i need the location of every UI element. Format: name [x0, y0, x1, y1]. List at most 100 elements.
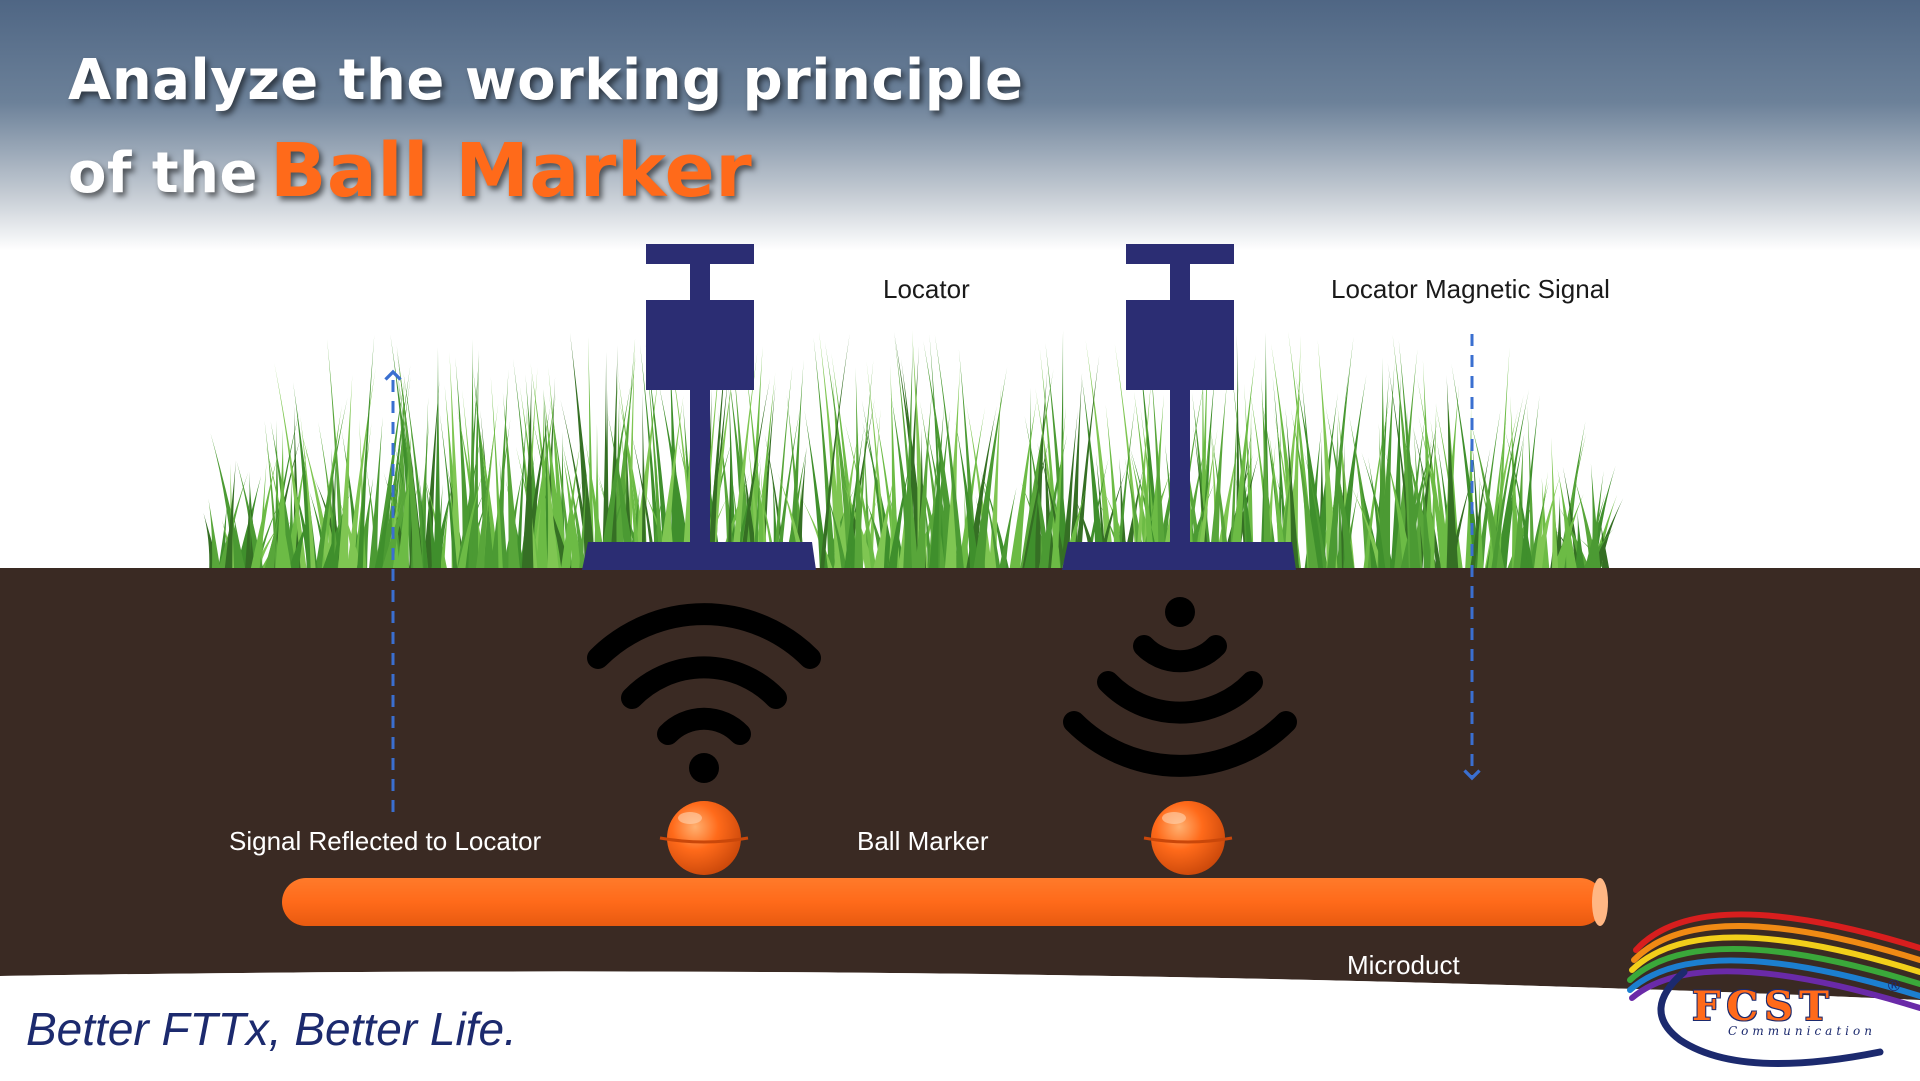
- label-locator-magnetic-signal: Locator Magnetic Signal: [1331, 274, 1610, 304]
- grass-blade: [1451, 363, 1482, 570]
- grass-blade: [958, 349, 978, 570]
- title-line-1: Analyze the working principle: [68, 48, 1024, 113]
- grass-blade: [1430, 402, 1437, 570]
- grass-blade: [903, 340, 913, 570]
- grass-blade: [887, 455, 912, 570]
- grass-blade: [418, 474, 428, 570]
- grass-blade: [890, 364, 899, 570]
- grass-blade: [819, 331, 845, 570]
- grass-blade: [315, 397, 348, 570]
- fcst-logo-wordmark: FCST: [1692, 983, 1835, 1030]
- grass-blade: [471, 349, 479, 570]
- grass-blade: [560, 441, 581, 570]
- registered-mark: ®: [1886, 976, 1902, 995]
- grass-blade: [639, 344, 662, 570]
- grass-blade: [973, 366, 1008, 570]
- grass-blade: [300, 430, 335, 570]
- grass-blade: [1584, 493, 1606, 570]
- label-locator: Locator: [883, 274, 970, 304]
- grass-blade: [608, 345, 618, 570]
- grass-blade: [245, 485, 251, 570]
- grass-blade: [980, 473, 1001, 570]
- grass-blade: [1470, 420, 1505, 570]
- grass-blade: [813, 337, 836, 570]
- grass-blade: [593, 423, 600, 570]
- grass-blade: [275, 428, 288, 570]
- ball-marker-icon: [659, 801, 749, 875]
- grass-blade: [1133, 391, 1156, 570]
- title-highlight: Ball Marker: [269, 128, 753, 214]
- grass-blade: [944, 364, 961, 570]
- grass-blade: [250, 454, 279, 570]
- grass-blade: [537, 394, 548, 570]
- grass-blade: [1495, 389, 1530, 570]
- grass-blade: [515, 406, 528, 570]
- grass-blade: [473, 394, 500, 570]
- grass-blade: [1600, 520, 1610, 570]
- grass-blade: [819, 334, 850, 570]
- grass-blade: [934, 334, 965, 570]
- grass-blade: [1368, 457, 1386, 570]
- grass-blade: [730, 351, 758, 570]
- grass-blade: [866, 361, 888, 570]
- grass-blade: [1513, 434, 1524, 570]
- grass-blade: [1229, 378, 1239, 570]
- grass-blade: [1029, 369, 1048, 570]
- grass-blade: [375, 376, 406, 570]
- locator-device-icon: [1062, 244, 1296, 570]
- grass-blade: [1378, 361, 1395, 570]
- wifi-signal-icon: [1063, 597, 1297, 777]
- grass-blade: [1210, 430, 1231, 570]
- wifi-signal-icon: [587, 603, 821, 783]
- grass-blade: [1044, 463, 1056, 570]
- grass-blade: [208, 498, 221, 570]
- grass-blade: [330, 436, 337, 570]
- grass-blade: [1398, 339, 1421, 570]
- grass-blade: [396, 345, 423, 570]
- grass-blade: [1418, 415, 1450, 570]
- fcst-logo-subtitle: Communication: [1728, 1024, 1876, 1038]
- grass-blade: [1476, 476, 1484, 570]
- grass-blade: [738, 378, 771, 570]
- grass-blade: [928, 404, 945, 570]
- grass-blade: [1295, 374, 1328, 570]
- grass-blade: [300, 415, 316, 570]
- grass-blade: [1081, 373, 1106, 570]
- grass-blade: [1213, 432, 1242, 570]
- grass-blade: [274, 362, 307, 570]
- label-microduct: Microduct: [1347, 950, 1460, 980]
- grass-blade: [1085, 340, 1115, 570]
- grass-blade: [681, 378, 695, 570]
- grass-blade: [657, 395, 684, 570]
- grass-blade: [1050, 406, 1066, 570]
- grass-blade: [456, 431, 483, 570]
- grass-blade: [1009, 397, 1038, 570]
- grass-blade: [490, 418, 511, 570]
- grass-blade: [774, 408, 800, 570]
- grass-blade: [1494, 347, 1510, 570]
- grass-blade: [955, 420, 980, 570]
- grass-blade: [641, 393, 647, 570]
- footer-band: [0, 971, 1920, 1081]
- grass-blade: [543, 389, 566, 570]
- grass-blade: [218, 471, 249, 570]
- grass-blade: [958, 406, 986, 570]
- grass-blade: [646, 354, 664, 570]
- grass-blade: [998, 486, 1017, 570]
- grass-blade: [1073, 354, 1100, 570]
- grass-blade: [1531, 471, 1549, 570]
- grass-blade: [1020, 368, 1054, 570]
- grass-blade: [1228, 354, 1256, 570]
- soil: [0, 568, 1920, 1000]
- grass-blade: [598, 382, 632, 570]
- grass-blade: [544, 433, 559, 570]
- grass-blade: [1208, 378, 1228, 570]
- grass-blade: [894, 337, 919, 570]
- grass-blade: [1363, 394, 1391, 570]
- grass-blade: [1591, 498, 1624, 570]
- grass-blade: [1115, 401, 1136, 570]
- grass-blade: [562, 453, 583, 570]
- grass-blade: [1058, 330, 1065, 570]
- grass-blade: [1023, 485, 1040, 570]
- grass-blade: [861, 400, 889, 570]
